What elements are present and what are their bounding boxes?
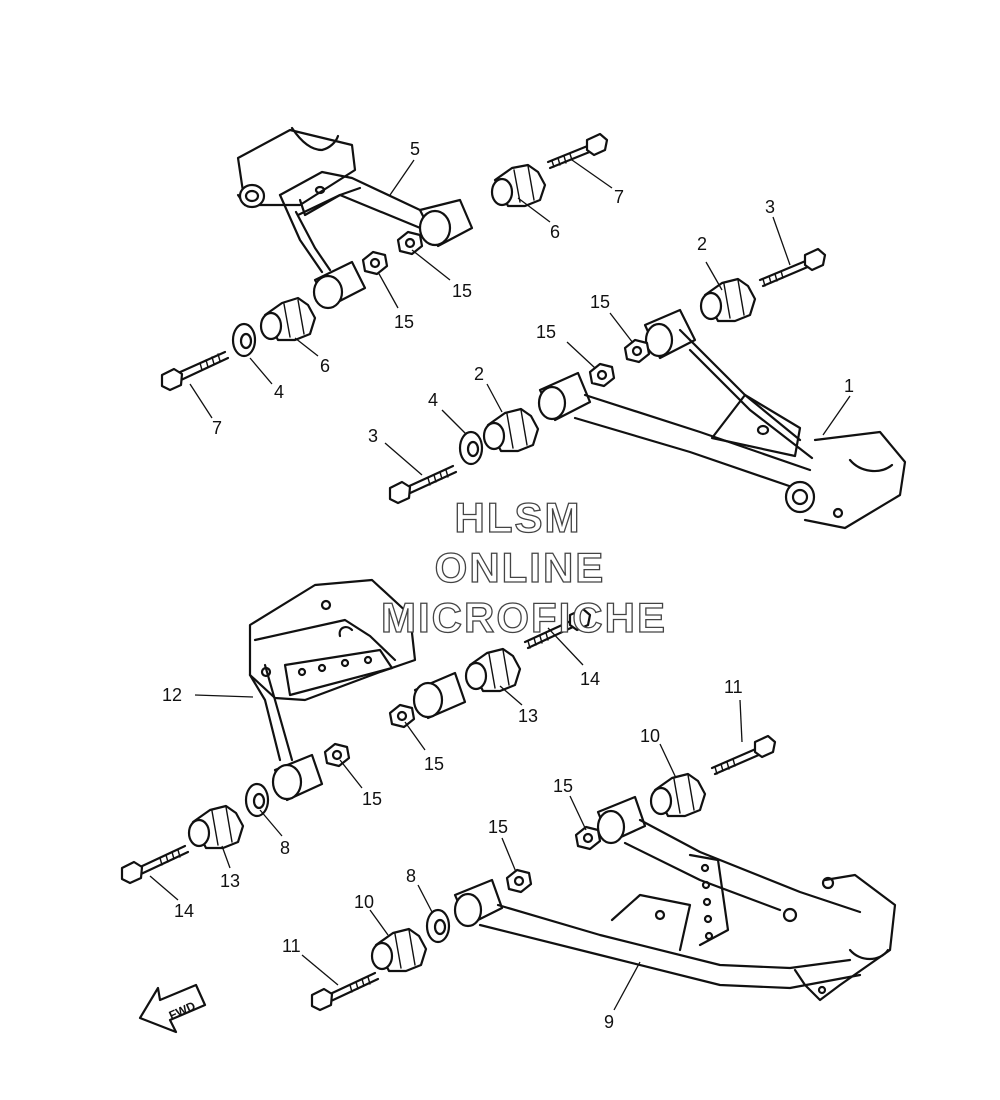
callout-14: 14	[580, 669, 600, 689]
callout-15: 15	[553, 776, 573, 796]
nut-15-a	[396, 230, 424, 256]
watermark-line-1: HLSM	[455, 494, 582, 541]
callout-15: 15	[362, 789, 382, 809]
callout-15: 15	[590, 292, 610, 312]
bushing-10-left	[370, 927, 428, 973]
part-5-upper-arm	[236, 126, 474, 310]
washer-8-left	[244, 782, 270, 818]
watermark-line-3: MICROFICHE	[381, 594, 667, 641]
callout-15: 15	[394, 312, 414, 332]
bolt-3-right	[758, 247, 827, 288]
washer-4-right	[458, 430, 484, 466]
callout-11: 11	[282, 936, 301, 956]
callout-10: 10	[354, 892, 374, 912]
callout-2: 2	[697, 234, 707, 254]
nut-15-f	[323, 742, 351, 768]
callout-4: 4	[274, 382, 284, 402]
callout-5: 5	[410, 139, 420, 159]
callout-9: 9	[604, 1012, 614, 1032]
callout-6: 6	[550, 222, 560, 242]
part-12-lower-arm	[248, 578, 467, 802]
part-1-upper-arm	[537, 308, 907, 530]
bushing-6-top	[490, 163, 547, 208]
bolt-7-left	[160, 350, 230, 392]
callout-12: 12	[162, 685, 182, 705]
callout-15: 15	[452, 281, 472, 301]
bushing-6-left	[259, 296, 317, 342]
bushing-2-right	[699, 277, 757, 323]
callout-3: 3	[765, 197, 775, 217]
forward-arrow-icon: FWD	[138, 983, 207, 1034]
callout-15: 15	[424, 754, 444, 774]
nut-15-h	[505, 868, 533, 894]
callout-14: 14	[174, 901, 194, 921]
nut-15-c	[623, 338, 651, 364]
callout-7: 7	[614, 187, 624, 207]
bolt-11-right	[710, 734, 777, 776]
washer-8-right	[425, 908, 451, 944]
leader-lines	[149, 159, 851, 1011]
bolt-3-left	[388, 464, 458, 505]
bushing-10-right	[649, 772, 707, 818]
callout-15: 15	[536, 322, 556, 342]
callout-13: 13	[220, 871, 240, 891]
callout-8: 8	[280, 838, 290, 858]
callout-1: 1	[844, 376, 854, 396]
bolt-14-lower	[120, 844, 190, 885]
watermark-line-2: ONLINE	[435, 544, 606, 591]
nut-15-e	[388, 703, 416, 729]
callout-15: 15	[488, 817, 508, 837]
watermark: HLSM ONLINE MICROFICHE	[380, 493, 667, 641]
callout-6: 6	[320, 356, 330, 376]
callout-numbers: 5 7 6 15 15 6 4 7 3 2 15 15 1 2 4 3 14 1…	[162, 139, 854, 1032]
callout-7: 7	[212, 418, 222, 438]
washer-4-left	[231, 322, 257, 358]
nut-15-g	[574, 825, 602, 851]
callout-3: 3	[368, 426, 378, 446]
callout-8: 8	[406, 866, 416, 886]
bolt-14-upper	[523, 607, 592, 650]
callout-13: 13	[518, 706, 538, 726]
part-9-lower-arm	[453, 795, 897, 1002]
bolt-11-left	[310, 971, 380, 1012]
callout-10: 10	[640, 726, 660, 746]
callout-11: 11	[724, 677, 743, 697]
bolt-7-top	[546, 132, 609, 170]
nut-15-b	[361, 250, 389, 276]
bushing-2-left	[482, 407, 540, 453]
bushing-13-lower	[187, 804, 245, 850]
callout-2: 2	[474, 364, 484, 384]
bushing-13-upper	[464, 647, 522, 693]
callout-4: 4	[428, 390, 438, 410]
nut-15-d	[588, 362, 616, 388]
